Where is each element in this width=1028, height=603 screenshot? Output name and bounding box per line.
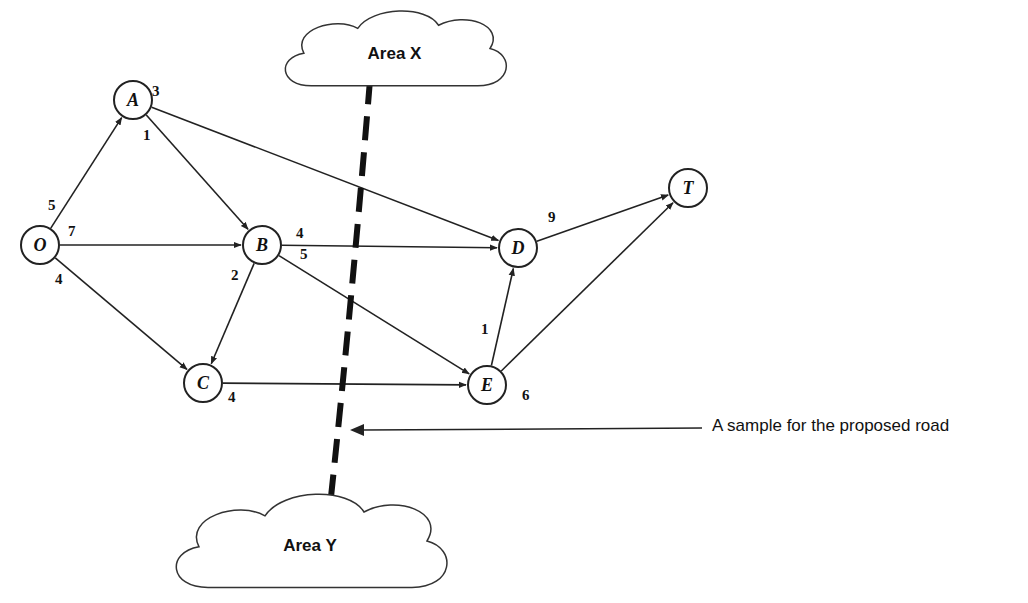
node-letter: C (197, 373, 209, 394)
arc-weight: 1 (143, 128, 151, 143)
arc-arrow (501, 203, 673, 371)
arc-weight: 2 (231, 268, 239, 283)
arc-weight: 4 (296, 226, 304, 241)
node-letter: D (512, 238, 525, 259)
arc-weight: 6 (522, 388, 530, 403)
node-circle: D (498, 228, 538, 268)
arc-arrow (146, 115, 248, 229)
node-letter: B (256, 235, 268, 256)
arc-arrow (279, 256, 469, 374)
arc-weight: 5 (48, 198, 56, 213)
arc-weight: 9 (548, 210, 556, 225)
arc-arrow (51, 118, 122, 228)
arc-weight: 3 (152, 84, 160, 99)
arc-arrow (537, 195, 668, 241)
callout-note: A sample for the proposed road (712, 416, 949, 436)
proposed-road (331, 80, 370, 497)
node-letter: T (683, 178, 694, 199)
node-letter: E (481, 375, 493, 396)
node-letter: A (127, 90, 139, 111)
node-circle: T (668, 168, 708, 208)
node-circle: C (183, 363, 223, 403)
area-name: Area Y (283, 536, 337, 556)
node-letter: O (34, 235, 47, 256)
arc-arrow (491, 268, 513, 365)
arc-weight: 1 (481, 322, 489, 337)
arc-arrow (55, 258, 187, 370)
node-circle: A (113, 80, 153, 120)
arc-arrow (152, 107, 499, 240)
arc-arrow (282, 245, 497, 248)
arc-weight: 4 (228, 390, 236, 405)
arc-arrow (60, 244, 241, 246)
leader-line (362, 428, 702, 430)
arc-arrow (211, 263, 254, 363)
node-circle: B (242, 225, 282, 265)
area-cloud: Area X (272, 2, 517, 95)
node-circle: O (20, 225, 60, 265)
arc-weight: 7 (68, 224, 76, 239)
arc-weight: 5 (300, 247, 308, 262)
area-cloud: Area Y (160, 483, 460, 599)
area-name: Area X (368, 44, 422, 64)
arc-weight: 4 (55, 272, 63, 287)
node-circle: E (467, 365, 507, 405)
leader-arrowhead (350, 424, 364, 436)
